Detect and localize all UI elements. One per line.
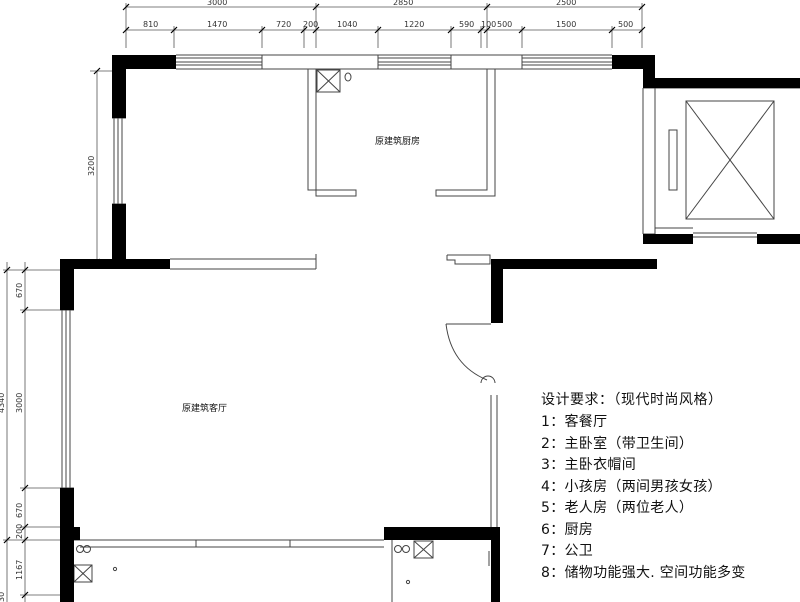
left-dimension-ticks [3, 67, 101, 599]
dim-top-detail-8: 100 [481, 20, 496, 29]
dim-top-detail-6: 1220 [404, 20, 424, 29]
dim-left-upper: 3200 [87, 156, 96, 176]
dim-left-670-bottom: 670 [15, 503, 24, 518]
requirements-title: 设计要求：（现代时尚风格） [541, 392, 723, 408]
dim-top-detail-4: 200 [303, 20, 318, 29]
dim-top-detail-7: 590 [459, 20, 474, 29]
structural-walls [60, 55, 800, 602]
dim-top-detail-9: 500 [497, 20, 512, 29]
dim-left-3000: 3000 [15, 393, 24, 413]
requirement-item-5: 5：老人房（两位老人） [541, 500, 694, 516]
dim-left-4340: 4340 [0, 393, 6, 413]
dim-top-detail-11: 500 [618, 20, 633, 29]
room-label-kitchen: 原建筑厨房 [375, 135, 420, 147]
design-requirements: 设计要求：（现代时尚风格） 1：客餐厅 2：主卧室（带卫生间） 3：主卧衣帽间 … [541, 388, 797, 584]
dim-top-detail-1: 810 [143, 20, 158, 29]
requirement-item-1: 1：客餐厅 [541, 414, 608, 430]
room-label-living: 原建筑客厅 [182, 402, 227, 414]
dim-top-overall-2: 2850 [393, 0, 413, 7]
requirement-item-8: 8：储物功能强大. 空间功能多变 [541, 564, 746, 581]
dim-left-1167: 1167 [15, 560, 24, 580]
requirement-item-7: 7：公卫 [541, 543, 594, 559]
dim-left-670-top: 670 [15, 283, 24, 298]
requirement-item-3: 3：主卧衣帽间 [541, 457, 637, 473]
requirement-item-2: 2：主卧室（带卫生间） [541, 435, 694, 452]
dim-top-overall-3: 2500 [556, 0, 576, 7]
left-dimension-lines [3, 70, 112, 602]
dim-top-detail-2: 1470 [207, 20, 227, 29]
dim-top-detail-5: 1040 [337, 20, 357, 29]
dim-left-30: 30 [0, 592, 6, 602]
dim-top-detail-10: 1500 [556, 20, 576, 29]
requirement-item-4: 4：小孩房（两间男孩女孩） [541, 478, 722, 495]
dim-top-overall-1: 3000 [207, 0, 227, 7]
dim-left-200: 200 [15, 524, 24, 539]
top-dimension-ticks [122, 3, 646, 34]
dim-top-detail-3: 720 [276, 20, 291, 29]
requirement-item-6: 6：厨房 [541, 521, 594, 538]
